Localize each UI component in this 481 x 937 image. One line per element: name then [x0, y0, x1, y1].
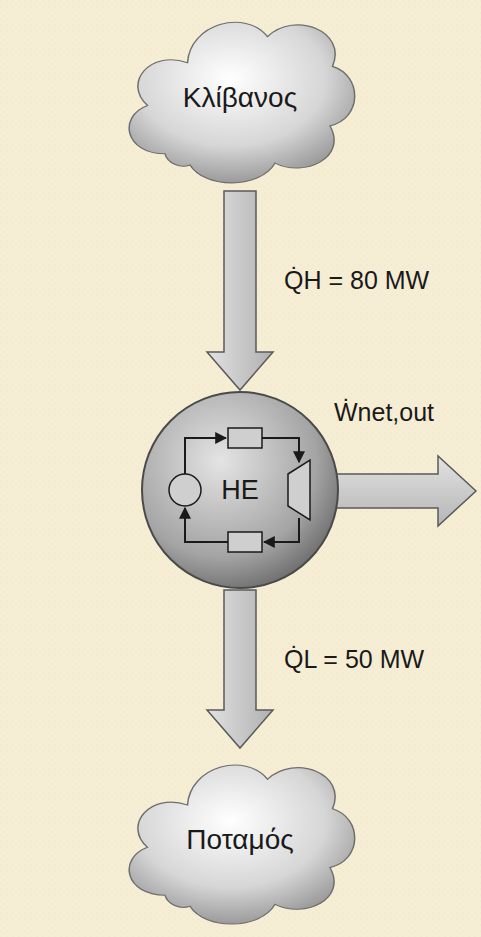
cloud-shape	[129, 22, 355, 183]
heat-rate-label: Q̇H = 80 MW	[284, 266, 429, 295]
reservoir-cloud: Κλίβανος	[115, 5, 365, 191]
reservoir-name: Ποταμός	[186, 824, 293, 856]
cloud-shape	[129, 765, 355, 924]
reservoir-name: Κλίβανος	[183, 82, 297, 114]
engine-circle	[142, 392, 338, 588]
heat-flow-arrow	[207, 590, 273, 748]
reservoir-cloud: Ποταμός	[115, 748, 365, 932]
heat-flow-arrow	[207, 191, 273, 390]
cycle-schematic	[169, 428, 310, 552]
work-output-label: Ẇnet,out	[334, 398, 434, 427]
heat-rate-label: Q̇L = 50 MW	[284, 645, 424, 674]
engine-label: HE	[221, 475, 259, 506]
heat-engine-circle: HE	[140, 390, 340, 590]
